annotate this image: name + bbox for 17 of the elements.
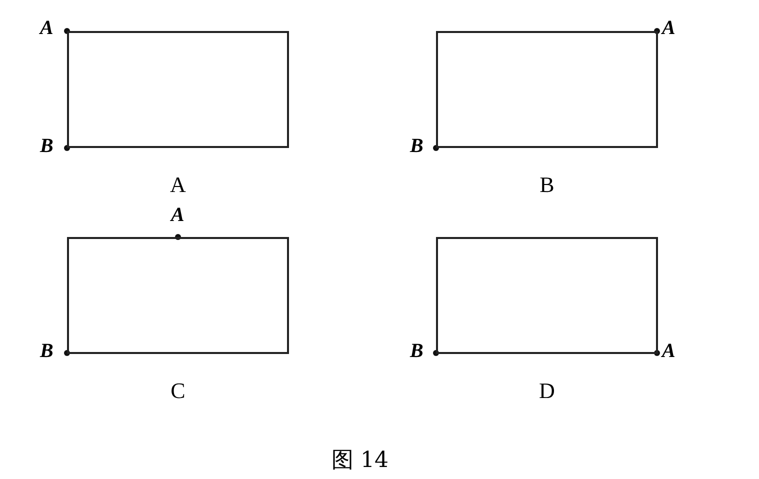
point-label: B: [40, 136, 54, 156]
point-label: B: [410, 341, 424, 361]
rectangle: [67, 31, 289, 148]
figure-caption: 图 14: [330, 450, 390, 472]
rectangle: [67, 237, 289, 354]
option-label: B: [538, 174, 556, 196]
option-label: A: [169, 174, 187, 196]
rectangle: [436, 237, 658, 354]
point-label: B: [40, 341, 54, 361]
point-label: A: [40, 18, 54, 38]
option-label: C: [170, 380, 186, 402]
option-label: D: [538, 380, 556, 402]
rectangle: [436, 31, 658, 148]
point-label: B: [410, 136, 424, 156]
point-label: A: [171, 205, 184, 225]
point-label: A: [662, 18, 676, 38]
point-label: A: [662, 341, 676, 361]
